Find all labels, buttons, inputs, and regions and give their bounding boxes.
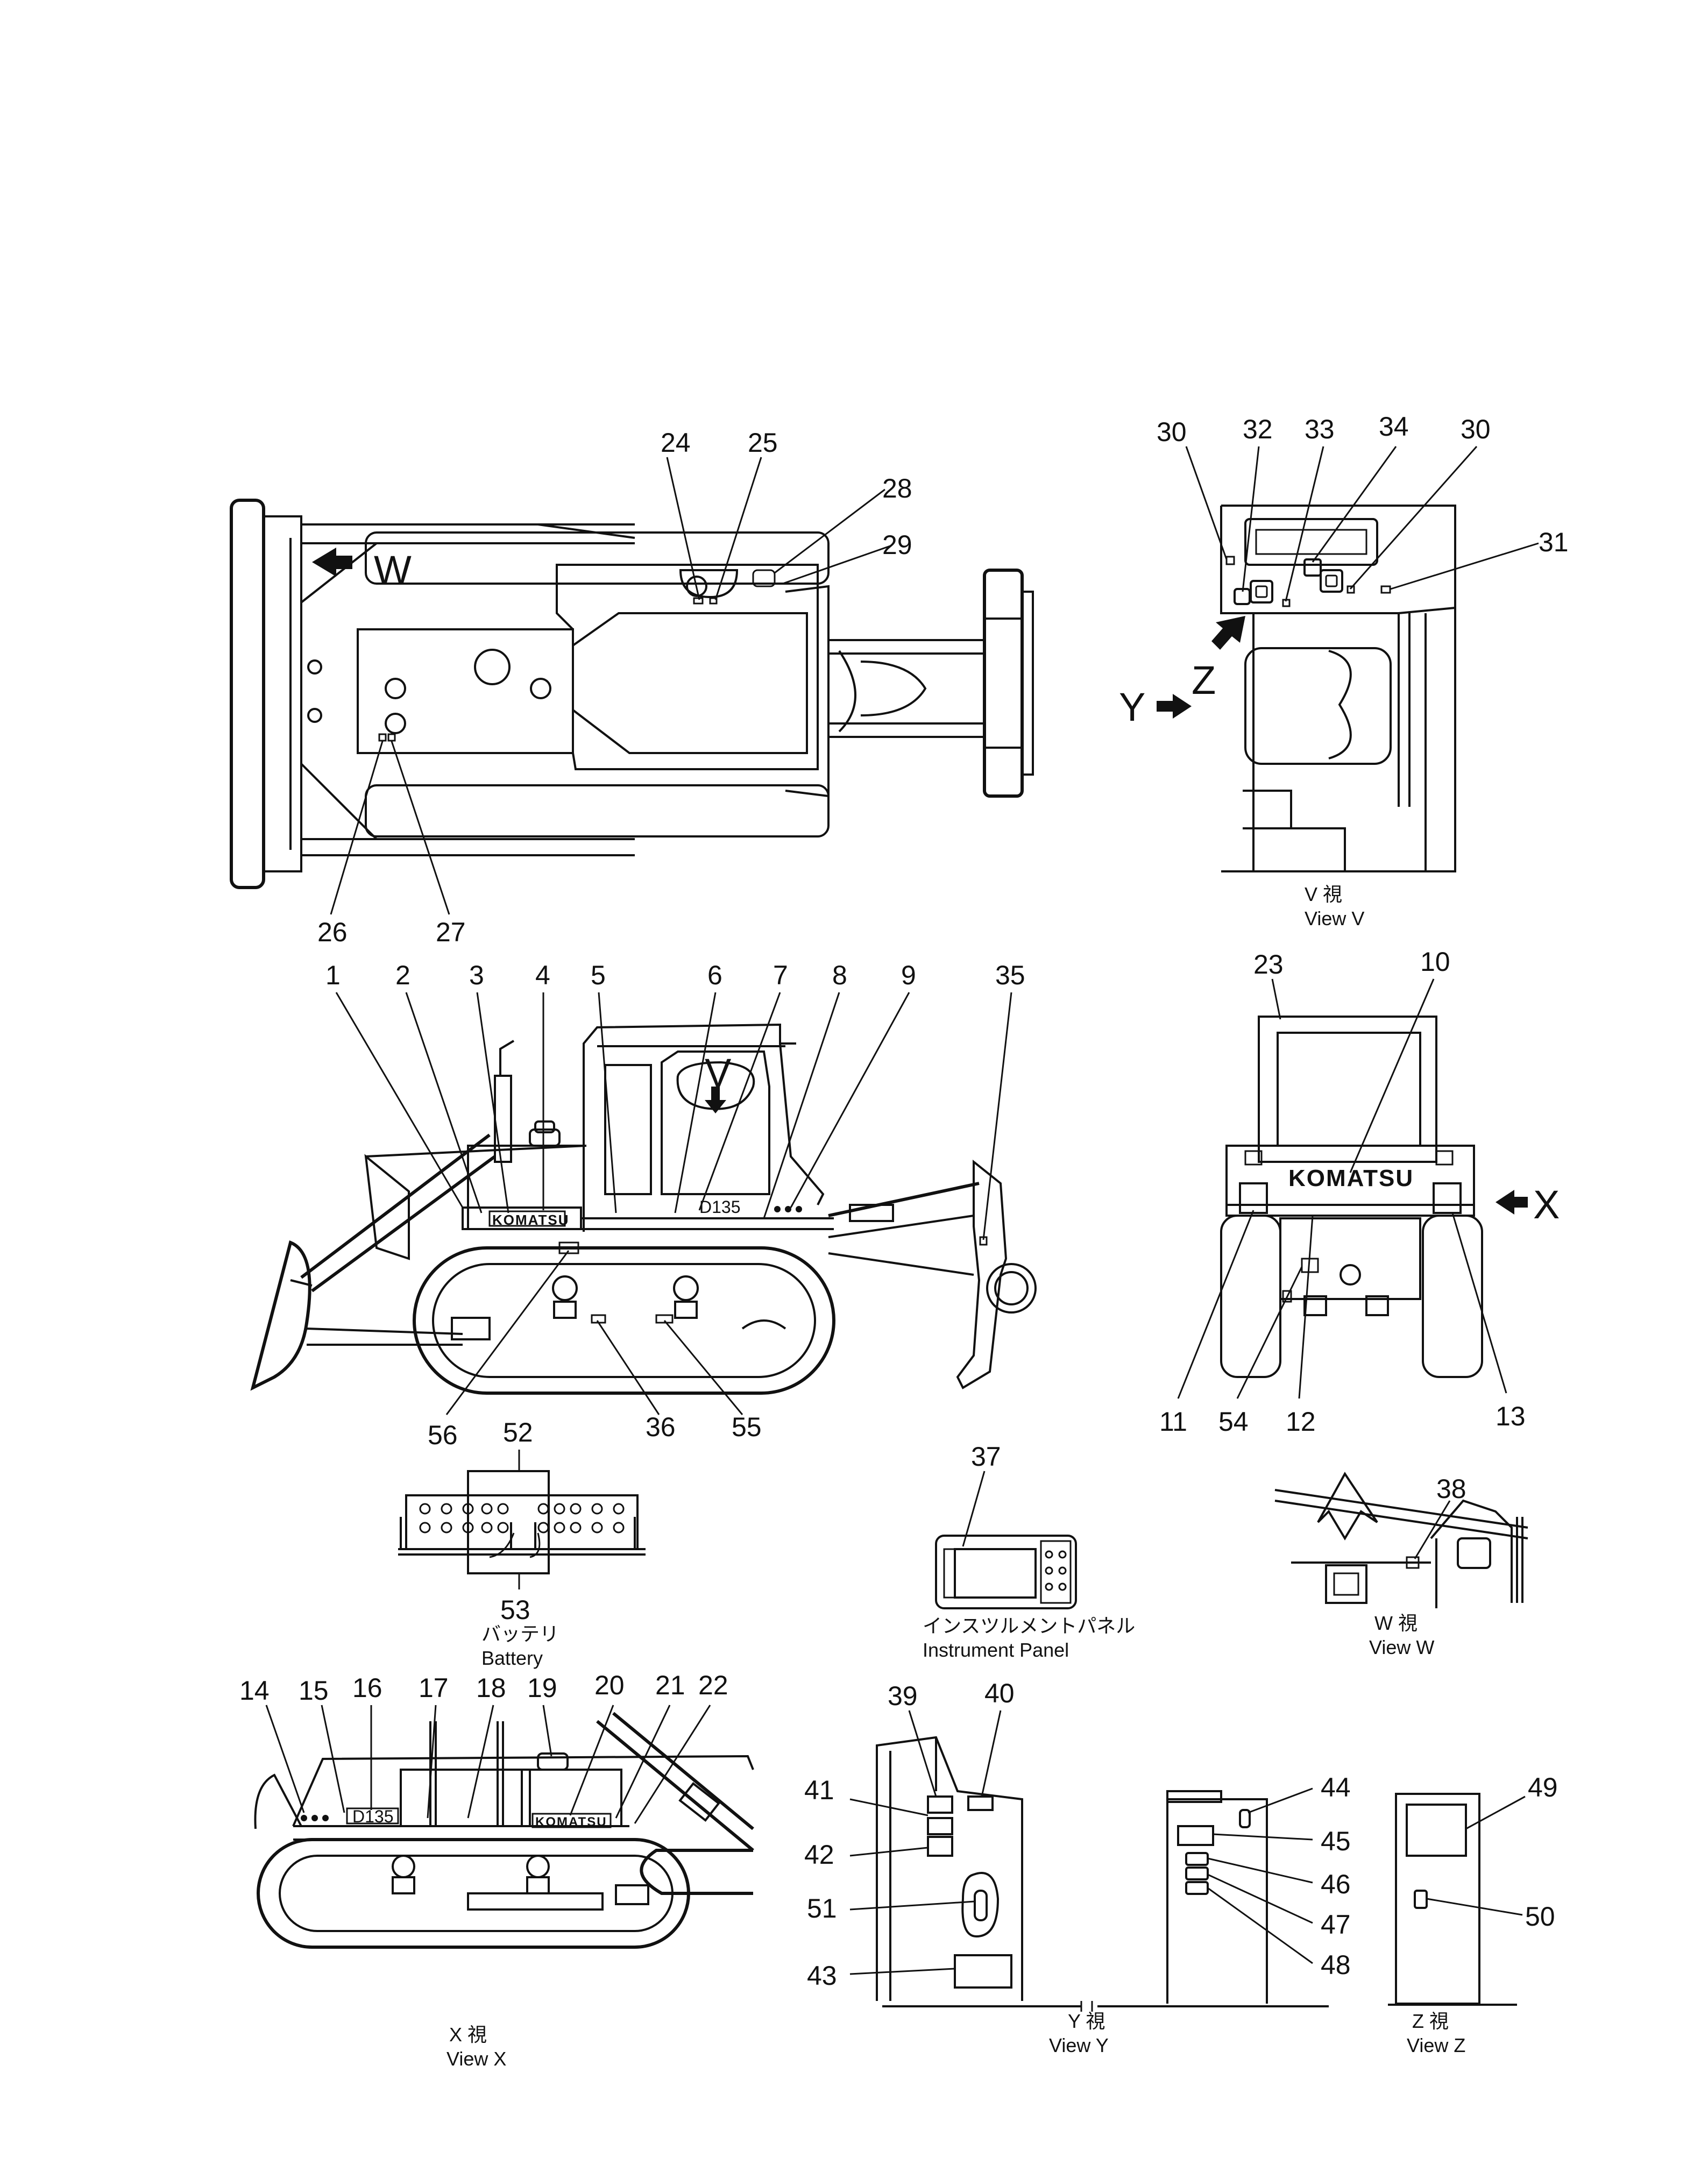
view-w: 38 W 視 View W [1274,1472,1528,1658]
callout: 5 [591,960,606,990]
callout: 7 [773,960,788,990]
callout: 3 [469,960,484,990]
caption-jp: X 視 [449,2024,487,2046]
rear-view: KOMATSU X 23 10 11 54 12 13 [1159,947,1560,1437]
callout: 29 [882,530,912,560]
callout: 23 [1253,949,1284,979]
caption-jp: W 視 [1374,1612,1418,1634]
caption-en: View Z [1407,2034,1465,2056]
top-view: W 24 25 28 29 26 27 [230,428,1034,947]
callout: 2 [395,960,410,990]
instrument-panel-view: 37 インスツルメントパネル Instrument Panel [923,1442,1135,1661]
callout: 38 [1436,1474,1466,1504]
callout: 45 [1321,1826,1351,1856]
caption-jp: インスツルメントパネル [923,1615,1135,1637]
arrow-y-label: Y [1119,685,1145,729]
callout: 37 [971,1442,1001,1472]
callout: 30 [1157,417,1187,447]
callout: 47 [1321,1910,1351,1940]
callout: 44 [1321,1772,1351,1802]
callout: 33 [1305,414,1335,444]
callout: 17 [419,1673,449,1703]
callout: 35 [995,960,1025,990]
caption-jp: V 視 [1305,883,1342,905]
callout: 51 [807,1893,837,1923]
callout: 56 [428,1420,458,1450]
callout: 55 [732,1412,762,1442]
callout: 36 [646,1412,676,1442]
arrow-w-label: W [374,548,412,592]
caption-en: View X [447,2048,506,2070]
side-view: V KOMATSU D135 [250,960,1037,1450]
view-y-console: 44 45 46 47 48 [1166,1772,1351,2004]
callout: 19 [527,1673,557,1703]
callout: 43 [807,1961,837,1991]
callout: 11 [1159,1407,1187,1437]
arrow-z-label: Z [1192,658,1216,702]
caption-en: View V [1305,907,1364,929]
callout: 27 [436,917,466,947]
view-y: 39 40 41 42 51 43 Y 視 View Y [804,1678,1329,2056]
callout: 25 [748,428,778,458]
callout: 39 [888,1681,918,1711]
model-decal: D135 [699,1197,741,1217]
caption-jp: Z 視 [1412,2010,1449,2032]
callout: 4 [535,960,550,990]
callout: 50 [1525,1901,1555,1932]
callout: 24 [661,428,691,458]
callout: 6 [707,960,722,990]
callout: 8 [832,960,847,990]
callout: 34 [1379,411,1409,442]
callout: 20 [594,1670,625,1700]
callout: 52 [503,1417,533,1447]
callout: 40 [984,1678,1015,1708]
callout: 13 [1496,1401,1526,1431]
callout: 41 [804,1775,834,1805]
caption-jp: Y 視 [1068,2010,1105,2032]
callout: 42 [804,1840,834,1870]
battery-view: 52 53 バッテリ Battery [398,1417,646,1669]
callout: 1 [325,960,341,990]
callout: 12 [1286,1407,1316,1437]
callout: 15 [299,1676,329,1706]
callout: 49 [1528,1772,1558,1802]
caption-en: View W [1369,1636,1434,1658]
callout: 10 [1420,947,1450,977]
callout: 46 [1321,1869,1351,1899]
callout: 21 [655,1670,685,1700]
brand-decal: KOMATSU [492,1212,570,1228]
callout: 53 [500,1595,530,1625]
callout: 26 [317,917,348,947]
view-z: 49 50 Z 視 View Z [1388,1772,1558,2056]
callout: 28 [882,473,912,503]
callout: 54 [1218,1407,1249,1437]
view-x: D135 KOMATSU 14 15 16 17 18 [239,1670,754,2070]
caption-en: Battery [481,1647,543,1669]
callout: 18 [476,1673,506,1703]
callout: 32 [1243,414,1273,444]
brand-decal: KOMATSU [1288,1165,1414,1191]
callout: 30 [1461,414,1491,444]
model-decal: D135 [352,1807,394,1826]
callout: 48 [1321,1950,1351,1980]
callout: 9 [901,960,916,990]
brand-decal: KOMATSU [535,1815,607,1829]
caption-jp: バッテリ [481,1623,559,1645]
arrow-x-label: X [1533,1182,1560,1227]
view-v: Z Y 30 32 33 34 30 31 V 視 View V [1119,411,1569,929]
callout: 31 [1539,527,1569,557]
caption-en: Instrument Panel [923,1639,1069,1661]
arrow-v-label: V [705,1050,732,1095]
callout: 16 [352,1673,382,1703]
caption-en: View Y [1049,2034,1109,2056]
callout: 22 [698,1670,728,1700]
callout: 14 [239,1676,270,1706]
